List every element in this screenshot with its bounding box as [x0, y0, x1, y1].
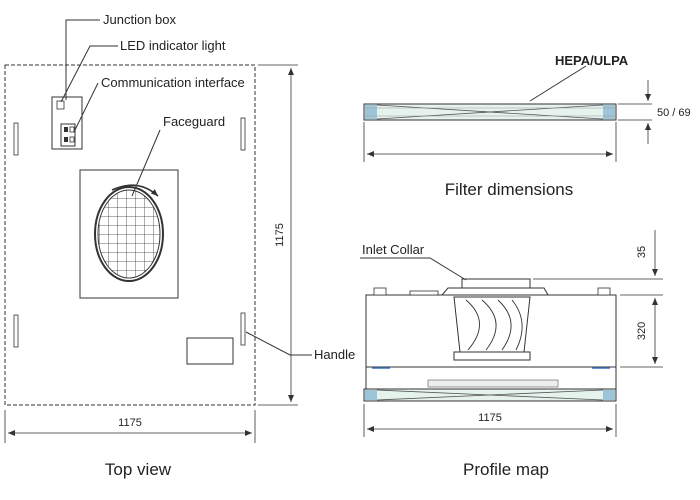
dim-collar-height: 35 — [636, 246, 648, 258]
slot-top-right — [240, 117, 246, 151]
label-junction-box: Junction box — [103, 12, 176, 27]
label-inlet-collar: Inlet Collar — [362, 242, 425, 257]
dim-profile-height: 320 — [636, 322, 648, 340]
slot-top-left — [13, 122, 19, 156]
top-view: Junction box LED indicator light Communi… — [4, 12, 355, 479]
dim-height-label: 1175 — [274, 223, 286, 247]
dim-width-label: 1175 — [118, 417, 142, 429]
dim-filter-thickness: 50 / 69 — [657, 107, 691, 119]
caption-filter-dimensions: Filter dimensions — [445, 180, 574, 199]
filter-view: HEPA/ULPA 50 / 69 Filter dimensions — [363, 53, 691, 199]
diffuser-plate — [427, 379, 559, 388]
unit-outline — [4, 64, 256, 406]
inlet-collar — [461, 278, 531, 289]
slot-bottom-right — [240, 312, 246, 346]
label-comm-interface: Communication interface — [101, 75, 245, 90]
label-handle: Handle — [314, 347, 355, 362]
slot-bottom-left — [13, 314, 19, 348]
dim-profile-width: 1175 — [478, 412, 502, 424]
handle-plate — [186, 337, 234, 365]
inlet-callout-line — [360, 257, 467, 281]
caption-profile-map: Profile map — [463, 460, 549, 479]
profile-view: Inlet Collar 35 320 1175 Profile map — [360, 230, 663, 479]
led-indicator — [56, 100, 65, 110]
caption-top-view: Top view — [105, 460, 172, 479]
label-hepa-ulpa: HEPA/ULPA — [555, 53, 629, 68]
faceguard-grid — [97, 189, 161, 279]
label-faceguard: Faceguard — [163, 114, 225, 129]
label-led-light: LED indicator light — [120, 38, 226, 53]
filter-label-line — [529, 65, 587, 102]
